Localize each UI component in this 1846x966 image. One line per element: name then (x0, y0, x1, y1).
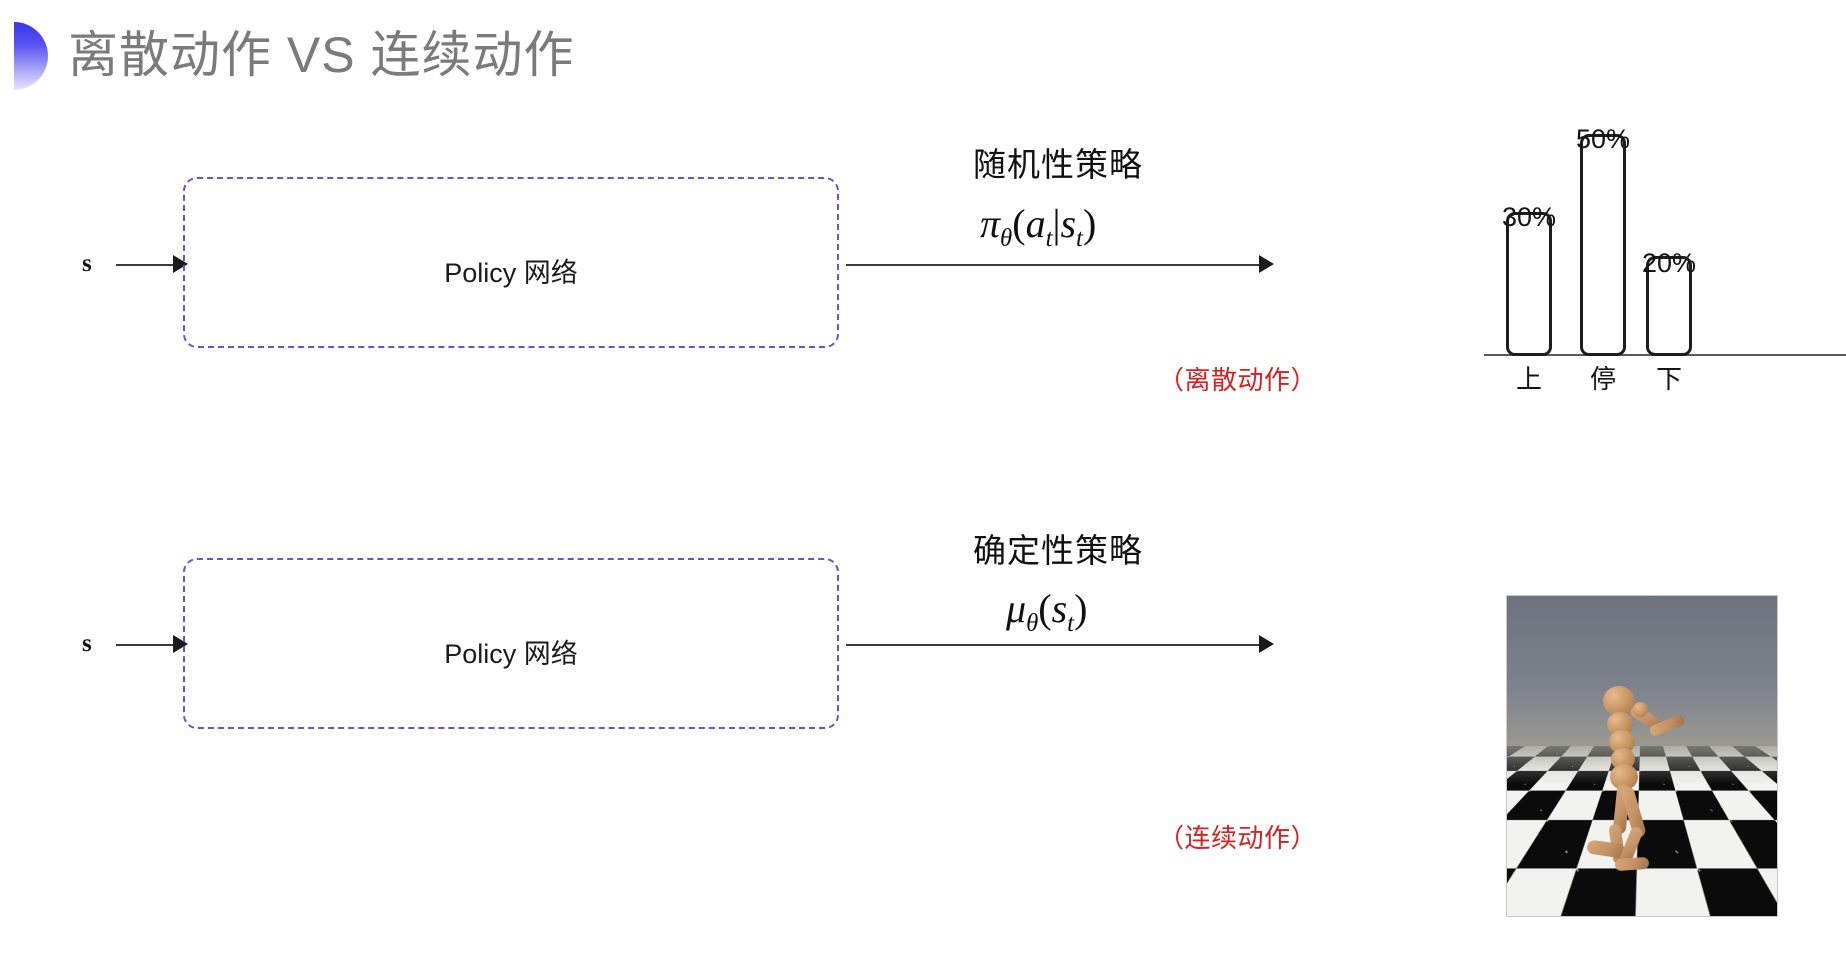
formula-conditional-bar: | (1052, 201, 1061, 246)
bar-tick-stop: 停 (1589, 364, 1616, 394)
policy-network-box-continuous[interactable]: Policy 网络 (183, 558, 839, 729)
action-note-continuous: （连续动作） (1158, 823, 1318, 853)
policy-type-label-stochastic: 随机性策略 (973, 146, 1143, 183)
formula-state-subscript-2: t (1067, 610, 1075, 637)
formula-theta-subscript: θ (1000, 225, 1013, 252)
state-input-label-continuous: s (82, 630, 92, 657)
formula-state-subscript: t (1076, 225, 1083, 252)
formula-action-symbol: a (1025, 201, 1046, 246)
bar-value-stop: 50% (1575, 124, 1631, 154)
bar-tick-up: 上 (1515, 364, 1542, 394)
humanoid-figure (1585, 686, 1715, 876)
slide-bottom-edge (0, 960, 1846, 966)
formula-close-paren: ) (1082, 201, 1097, 246)
formula-deterministic-policy: μθ(st) (1006, 585, 1087, 638)
policy-output-arrow-head-continuous (1259, 635, 1274, 653)
action-probability-bar-chart: 30% 上 50% 停 20% 下 (1484, 96, 1846, 396)
formula-state-symbol: s (1060, 201, 1077, 246)
humanoid-simulation-image (1506, 595, 1778, 917)
humanoid-foot-right (1614, 856, 1650, 872)
bar-down (1646, 256, 1692, 356)
action-note-discrete: （离散动作） (1158, 365, 1318, 395)
policy-output-arrow-line-discrete (846, 264, 1264, 266)
formula-theta-subscript-2: θ (1026, 610, 1039, 637)
bar-up (1506, 212, 1552, 356)
bar-value-down: 20% (1641, 248, 1697, 278)
bar-stop (1580, 134, 1626, 356)
policy-type-label-deterministic: 确定性策略 (973, 532, 1143, 569)
formula-mu-symbol: μ (1006, 586, 1027, 631)
humanoid-hand-right (1633, 702, 1648, 717)
title-bullet-decoration (14, 22, 48, 90)
policy-network-label-continuous: Policy 网络 (444, 639, 578, 669)
formula-open-paren: ( (1012, 201, 1026, 246)
formula-close-paren-2: ) (1074, 586, 1088, 631)
formula-action-subscript: t (1045, 225, 1053, 252)
formula-state-symbol-2: s (1051, 586, 1068, 631)
bar-value-up: 30% (1501, 202, 1557, 232)
page-title: 离散动作 VS 连续动作 (68, 27, 575, 83)
bar-tick-down: 下 (1655, 364, 1682, 394)
state-input-label-discrete: s (82, 250, 92, 277)
formula-open-paren-2: ( (1038, 586, 1052, 631)
policy-output-arrow-head-discrete (1259, 255, 1274, 273)
policy-output-arrow-line-continuous (846, 644, 1264, 646)
policy-network-box-discrete[interactable]: Policy 网络 (183, 177, 839, 348)
sim-horizon-haze (1507, 736, 1777, 784)
policy-network-label-discrete: Policy 网络 (444, 258, 578, 288)
formula-stochastic-policy: πθ(at|st) (980, 200, 1096, 253)
state-arrow-line-continuous (116, 644, 178, 646)
state-arrow-line-discrete (116, 264, 178, 266)
formula-pi-symbol: π (980, 201, 1001, 246)
